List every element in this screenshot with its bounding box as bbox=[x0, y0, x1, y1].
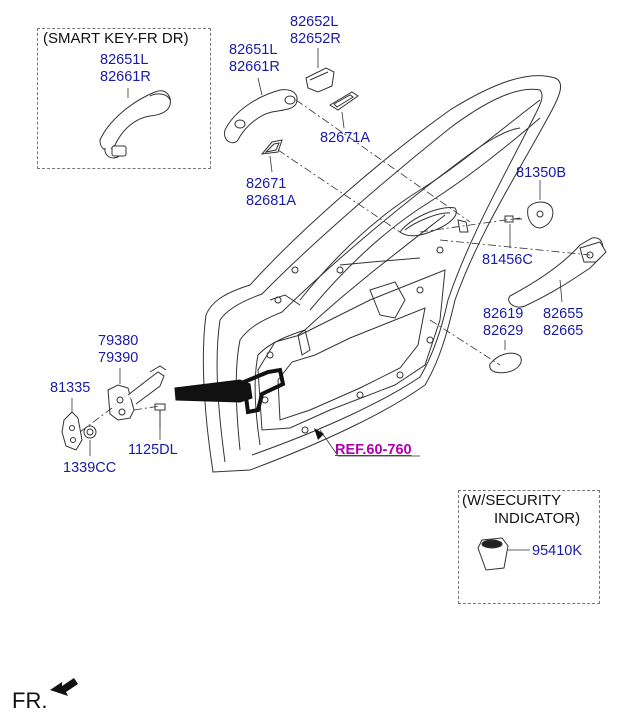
handle-cover bbox=[305, 67, 335, 93]
label-82665[interactable]: 82665 bbox=[543, 323, 584, 339]
bolt bbox=[504, 215, 522, 223]
label-82629[interactable]: 82629 bbox=[483, 323, 524, 339]
label-82681A[interactable]: 82681A bbox=[246, 193, 296, 209]
fr-arrow-icon bbox=[50, 678, 78, 696]
label-82619[interactable]: 82619 bbox=[483, 306, 524, 322]
checker-bolt bbox=[154, 403, 166, 428]
striker bbox=[527, 201, 554, 229]
label-1339CC[interactable]: 1339CC bbox=[63, 460, 117, 476]
outside-handle-smart-key bbox=[99, 90, 171, 159]
label-82651L-smart[interactable]: 82651L bbox=[100, 52, 149, 68]
label-1125DL[interactable]: 1125DL bbox=[128, 442, 178, 458]
door-panel-outline bbox=[202, 75, 562, 473]
leader-lines bbox=[71, 48, 563, 551]
label-82661R[interactable]: 82661R bbox=[229, 59, 280, 75]
smart-key-box-title: (SMART KEY-FR DR) bbox=[43, 30, 189, 47]
door-inner-outline bbox=[216, 88, 543, 463]
label-82652R[interactable]: 82652R bbox=[290, 31, 341, 47]
label-81350B[interactable]: 81350B bbox=[516, 165, 566, 181]
label-81456C[interactable]: 81456C bbox=[482, 252, 533, 268]
label-81335[interactable]: 81335 bbox=[50, 380, 91, 396]
label-82661R-smart[interactable]: 82661R bbox=[100, 69, 151, 85]
front-direction-label: FR. bbox=[12, 688, 48, 713]
reference-link[interactable]: REF.60-760 bbox=[335, 442, 412, 458]
label-82651L[interactable]: 82651L bbox=[229, 42, 278, 58]
checker-mount bbox=[241, 367, 286, 415]
security-indicator-box bbox=[458, 490, 600, 604]
dashdot-lines bbox=[79, 99, 591, 433]
base-gasket bbox=[260, 139, 283, 155]
label-95410K[interactable]: 95410K bbox=[532, 543, 582, 559]
door-inner-frame bbox=[235, 127, 521, 451]
security-box-title-line1: (W/SECURITY bbox=[462, 492, 562, 509]
label-79380[interactable]: 79380 bbox=[98, 333, 139, 349]
label-82671A[interactable]: 82671A bbox=[320, 130, 370, 146]
label-79390[interactable]: 79390 bbox=[98, 350, 139, 366]
door-checker bbox=[107, 365, 167, 421]
smart-key-box bbox=[37, 28, 211, 169]
security-box-title-line2: INDICATOR) bbox=[494, 510, 581, 527]
security-indicator bbox=[477, 537, 509, 571]
handle-gasket bbox=[329, 91, 359, 111]
door-cap bbox=[489, 352, 522, 374]
outside-handle bbox=[224, 89, 298, 144]
label-82652L[interactable]: 82652L bbox=[290, 14, 339, 30]
nut bbox=[83, 425, 97, 439]
checker-bracket bbox=[61, 411, 83, 451]
label-82655[interactable]: 82655 bbox=[543, 306, 584, 322]
label-82671[interactable]: 82671 bbox=[246, 176, 287, 192]
checker-arm bbox=[174, 379, 253, 403]
